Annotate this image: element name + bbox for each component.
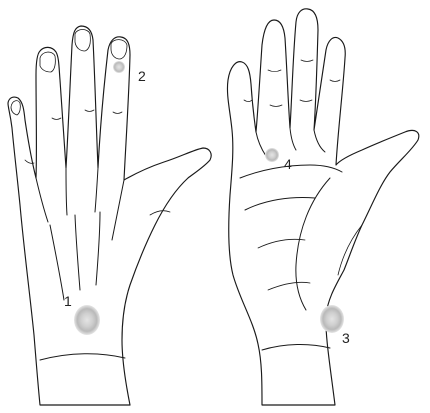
marker-label-3: 3 bbox=[342, 330, 350, 346]
marker-spot-4 bbox=[265, 148, 279, 162]
marker-spot-2 bbox=[113, 61, 125, 73]
marker-spot-1 bbox=[74, 305, 100, 335]
left-hand-outline bbox=[8, 26, 211, 405]
marker-spot-3 bbox=[320, 305, 344, 333]
marker-label-1: 1 bbox=[64, 293, 72, 309]
left-hand-dorsal bbox=[8, 26, 211, 405]
right-hand-palm bbox=[227, 9, 418, 405]
marker-label-4: 4 bbox=[284, 156, 292, 172]
marker-label-2: 2 bbox=[138, 68, 146, 84]
right-hand-outline bbox=[227, 9, 418, 405]
